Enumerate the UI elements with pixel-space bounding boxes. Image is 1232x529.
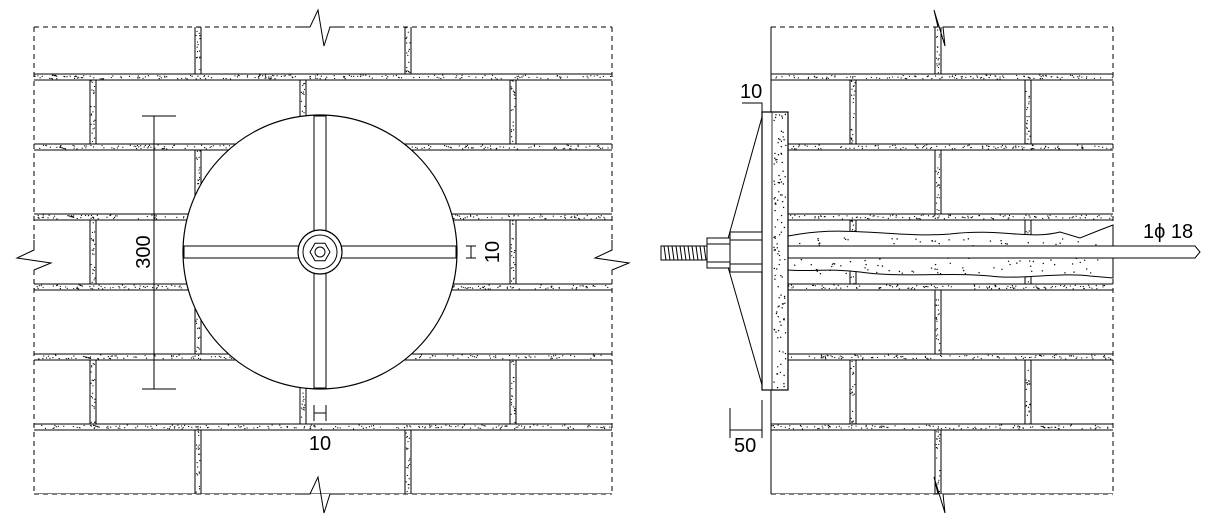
nut-front [297, 229, 343, 275]
dimension-plate-thickness [742, 102, 763, 116]
front-view: 300 10 10 [15, 8, 631, 514]
plate-texture [773, 113, 787, 389]
section-break-symbols [933, 9, 950, 514]
rebar-label: 1ϕ 18 [1143, 221, 1193, 243]
offset-label: 50 [734, 435, 756, 457]
dimension-offset [729, 400, 763, 438]
threaded-stud [660, 245, 708, 261]
rib-thickness-bottom-label: 10 [309, 433, 331, 455]
nut-section [706, 231, 763, 273]
dimension-rib-bottom [313, 405, 327, 421]
dimension-rib-right [466, 245, 476, 259]
dimension-diameter [142, 115, 176, 390]
section-view: 10 50 1ϕ 18 [660, 9, 1201, 514]
rebar [734, 245, 1201, 259]
diameter-label: 300 [133, 235, 155, 268]
front-break-symbols [15, 8, 631, 514]
rib-thickness-right-label: 10 [482, 241, 504, 263]
front-wall-boundary [33, 26, 613, 495]
plate-thickness-label: 10 [740, 81, 762, 103]
